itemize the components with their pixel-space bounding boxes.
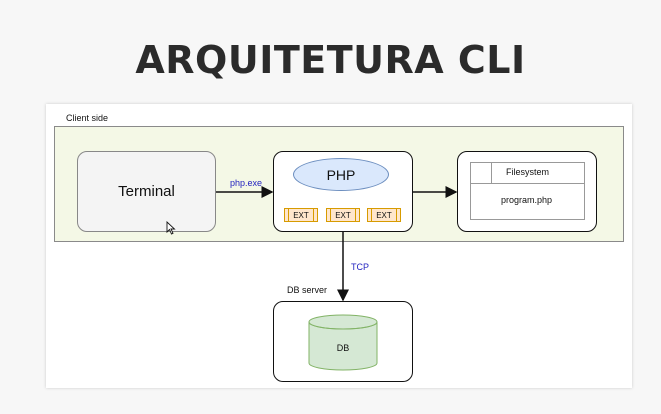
db-label: DB — [336, 343, 350, 353]
diagram-canvas: Client side Terminal php.exe PHP EXT EXT… — [46, 104, 632, 388]
php-extension: EXT — [326, 208, 360, 222]
php-box: PHP EXT EXT EXT — [273, 151, 413, 232]
php-extension: EXT — [367, 208, 401, 222]
edge-label-tcp: TCP — [351, 262, 369, 272]
filesystem-header-row — [471, 163, 584, 184]
mouse-cursor-icon — [166, 221, 176, 235]
filesystem-box: Filesystem program.php — [457, 151, 597, 232]
terminal-box: Terminal — [77, 151, 216, 232]
php-extension: EXT — [284, 208, 318, 222]
database-cylinder-icon — [308, 314, 378, 371]
filesystem-column-divider — [491, 163, 492, 183]
filesystem-table: Filesystem program.php — [470, 162, 585, 220]
filesystem-file: program.php — [501, 195, 553, 205]
client-side-label: Client side — [66, 113, 109, 123]
filesystem-header: Filesystem — [506, 167, 550, 177]
edge-label-php-exe: php.exe — [230, 178, 263, 188]
terminal-label: Terminal — [118, 183, 175, 200]
diagram-arrows — [216, 186, 458, 302]
db-server-label: DB server — [287, 285, 328, 295]
slide-title: ARQUITETURA CLI — [135, 38, 526, 82]
php-runtime: PHP — [293, 158, 389, 191]
db-server-box: DB — [273, 301, 413, 382]
php-label: PHP — [326, 166, 356, 183]
